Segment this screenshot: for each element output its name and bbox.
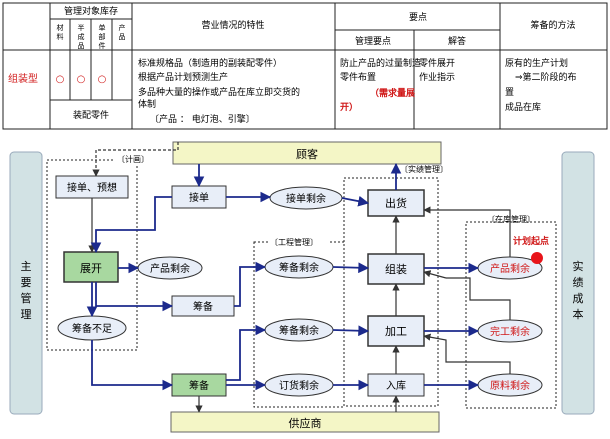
char-line-4: 〔产品 ： 电灯泡、引擎〕 — [150, 113, 255, 125]
node-receive-stock-label: 入库 — [386, 379, 406, 392]
header-mgmt-points: 管理要点 — [355, 35, 391, 47]
arrow-short-to-procure-main — [91, 340, 174, 391]
mark-material: ○ — [56, 74, 65, 85]
node-ship — [367, 189, 425, 217]
header-semi: 半成品 — [78, 23, 85, 50]
arrow-procure-to-rest1 — [234, 261, 267, 307]
header-mgmt-target: 管理对象库存 — [64, 5, 118, 17]
header-method: 筹备的方法 — [530, 19, 575, 31]
mgmt-line-3a: （需求量展 — [370, 87, 415, 99]
header-solution: 解答 — [448, 35, 466, 47]
arrow-expand-to-procure — [95, 282, 174, 312]
arrow-wip-up — [446, 277, 511, 320]
flow-arrows — [86, 142, 511, 413]
mark-parts: ○ — [98, 74, 107, 85]
arrow-stock-to-ship — [423, 206, 511, 257]
arrow-customer-to-forecast — [92, 142, 179, 177]
supplier-banner — [170, 411, 440, 433]
mgmt-line-3b: 开） — [340, 102, 358, 113]
header-product: 产品 — [119, 23, 126, 41]
group-process-label: 〔工程管理〕 — [270, 237, 318, 247]
header-parts: 单部件 — [99, 23, 106, 50]
group-exec-label: 〔实绩管理〕 — [400, 164, 448, 174]
method-line-2: ⇒第二阶段的布 — [515, 71, 577, 83]
node-procure-rest-2-label: 筹备剩余 — [279, 324, 319, 337]
group-stock-label: 〔在库管理〕 — [487, 214, 535, 224]
arrow-receive-to-expand — [90, 196, 172, 254]
mark-semi: ○ — [77, 74, 86, 85]
header-characteristics: 营业情况的特性 — [201, 19, 264, 31]
arrow-rest-to-ship — [341, 195, 370, 207]
supplier-label: 供应商 — [289, 416, 322, 430]
node-procure-label: 筹备 — [193, 300, 213, 313]
node-procure-short-label: 筹备不足 — [72, 322, 112, 335]
char-line-2: 根据产品计划预测生产 — [138, 71, 228, 83]
char-line-1: 标准规格品（制造用的副装配零件） — [138, 57, 282, 69]
assembly-parts: 装配零件 — [73, 109, 109, 121]
solution-line-1: 零件展开 — [419, 57, 455, 69]
group-exec-box — [343, 177, 439, 407]
method-line-1: 原有的生产计划 — [505, 57, 568, 69]
group-stock-box — [465, 221, 557, 409]
node-stock-wip-label: 完工剩余 — [490, 325, 530, 338]
customer-label: 顾客 — [296, 147, 318, 161]
node-assemble — [367, 253, 425, 285]
info-table: 管理对象库存 营业情况的特性 要点 管理要点 解答 筹备的方法 材料 半成品 单部件… — [2, 2, 608, 130]
node-receive-rest-label: 接单剩余 — [286, 192, 326, 205]
main-management-panel — [9, 151, 43, 415]
node-receive-label: 接单 — [189, 191, 209, 204]
arrow-procure-main-to-rest2 — [226, 324, 267, 381]
group-plan-label: 〔计画〕 — [117, 154, 149, 164]
plan-start-label: 计划起点 — [513, 235, 549, 247]
node-process-label: 加工 — [385, 325, 407, 338]
arrow-rest1-to-assemble — [332, 262, 370, 274]
node-order-rest-label: 订货剩余 — [279, 379, 319, 392]
row-label: 组装型 — [8, 72, 38, 85]
actual-cost-label: 实绩成本 — [573, 259, 584, 321]
mgmt-line-2: 零件布置 — [340, 71, 376, 83]
node-stock-raw-label: 原料剩余 — [490, 379, 530, 392]
char-line-3b: 体制 — [138, 98, 156, 110]
header-material: 材料 — [57, 23, 64, 41]
method-line-3: 置 — [505, 87, 514, 98]
solution-line-2: 作业指示 — [419, 71, 455, 83]
node-order-forecast-label: 接单、预想 — [67, 181, 117, 194]
header-key-points: 要点 — [409, 12, 427, 23]
arrow-wip-to-assemble — [423, 270, 447, 279]
node-ship-label: 出货 — [385, 196, 407, 210]
node-assemble-label: 组装 — [385, 262, 407, 276]
node-expand-label: 展开 — [80, 262, 102, 275]
node-stock-product-label: 产品剩余 — [490, 262, 530, 275]
char-line-3a: 多品种大量的操作或产品在库立即交货的 — [138, 86, 300, 98]
arrow-raw-to-process — [423, 333, 511, 374]
node-procure-rest-1-label: 筹备剩余 — [279, 261, 319, 274]
plan-start-dot — [531, 252, 543, 264]
node-procure-main-label: 筹备 — [189, 379, 209, 392]
mgmt-line-1: 防止产品的过量制造 — [340, 57, 421, 69]
main-management-label: 主要管理 — [21, 260, 32, 321]
flow-diagram: 〔计画〕 〔工程管理〕 〔实绩管理〕 〔在库管理〕 顾客 供应商 主要管理 实绩… — [9, 141, 595, 433]
method-line-4: 成品在库 — [505, 101, 541, 113]
actual-cost-panel — [561, 151, 595, 415]
node-product-rest-label: 产品剩余 — [150, 262, 190, 275]
customer-banner — [172, 141, 442, 165]
arrow-rest2-to-process — [332, 325, 370, 337]
